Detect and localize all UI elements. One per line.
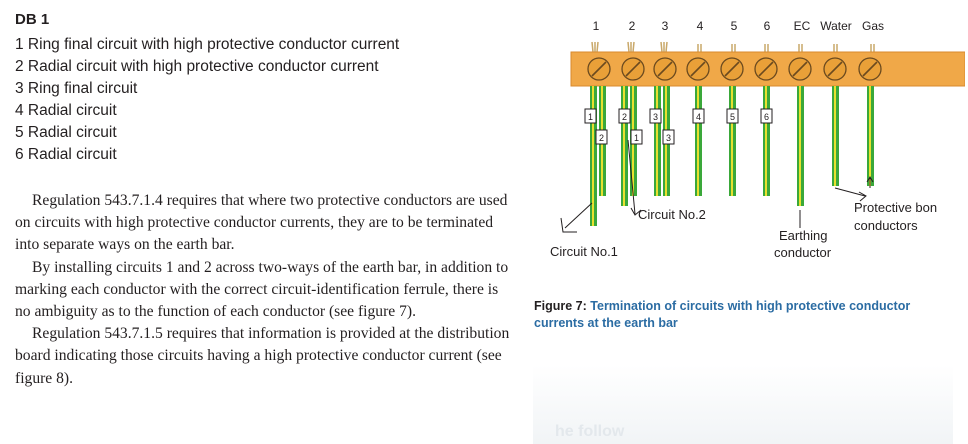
circuit-list-item: 6 Radial circuit bbox=[15, 146, 117, 163]
body-text: Regulation 543.7.1.4 requires that where… bbox=[15, 190, 515, 390]
terminal-label: 2 bbox=[629, 19, 636, 33]
earth-bar-diagram: 1 2 3 4 5 6 EC Water Gas bbox=[550, 19, 966, 260]
ferrule-label: 3 bbox=[653, 112, 658, 122]
callout-earthing: Earthing bbox=[779, 228, 827, 243]
terminal-label: 4 bbox=[697, 19, 704, 33]
terminal-label: 3 bbox=[662, 19, 669, 33]
callout-circuit-1: Circuit No.1 bbox=[550, 244, 618, 259]
circuit-list-item: 5 Radial circuit bbox=[15, 124, 117, 141]
ferrule-label: 2 bbox=[622, 112, 627, 122]
ferrule-label: 3 bbox=[666, 133, 671, 143]
paragraph: By installing circuits 1 and 2 across tw… bbox=[15, 258, 509, 321]
circuit-list: 1 Ring final circuit with high protectiv… bbox=[15, 34, 399, 166]
paragraph: Regulation 543.7.1.4 requires that where… bbox=[15, 192, 508, 254]
ferrule-label: 2 bbox=[599, 133, 604, 143]
terminal-label: Water bbox=[820, 19, 852, 33]
circuit-list-item: 3 Ring final circuit bbox=[15, 80, 138, 97]
callout-bonding: conductors bbox=[854, 218, 918, 233]
callout-earthing: conductor bbox=[774, 245, 832, 260]
callout-circuit-2: Circuit No.2 bbox=[638, 207, 706, 222]
terminal-label: Gas bbox=[862, 19, 884, 33]
ferrule-label: 6 bbox=[764, 112, 769, 122]
terminal-label: 5 bbox=[731, 19, 738, 33]
earth-bar-figure: 1 2 3 4 5 6 EC Water Gas bbox=[535, 10, 966, 295]
figure-caption: Figure 7: Termination of circuits with h… bbox=[534, 298, 954, 332]
section-heading: DB 1 bbox=[15, 11, 50, 28]
faded-text: he follow bbox=[555, 423, 625, 440]
ferrule-label: 1 bbox=[634, 133, 639, 143]
terminal-label: 6 bbox=[764, 19, 771, 33]
circuit-list-item: 2 Radial circuit with high protective co… bbox=[15, 58, 379, 75]
terminal-label: EC bbox=[794, 19, 811, 33]
terminal-label: 1 bbox=[593, 19, 600, 33]
ferrule-label: 1 bbox=[588, 112, 593, 122]
faded-panel: he follow bbox=[533, 365, 953, 444]
callout-bonding: Protective bon bbox=[854, 200, 937, 215]
paragraph: Regulation 543.7.1.5 requires that infor… bbox=[15, 325, 510, 387]
figure-caption-text: Termination of circuits with high protec… bbox=[534, 299, 911, 330]
circuit-list-item: 4 Radial circuit bbox=[15, 102, 117, 119]
figure-label: Figure 7: bbox=[534, 299, 587, 313]
circuit-list-item: 1 Ring final circuit with high protectiv… bbox=[15, 36, 400, 53]
ferrule-label: 4 bbox=[696, 112, 701, 122]
ferrule-label: 5 bbox=[730, 112, 735, 122]
